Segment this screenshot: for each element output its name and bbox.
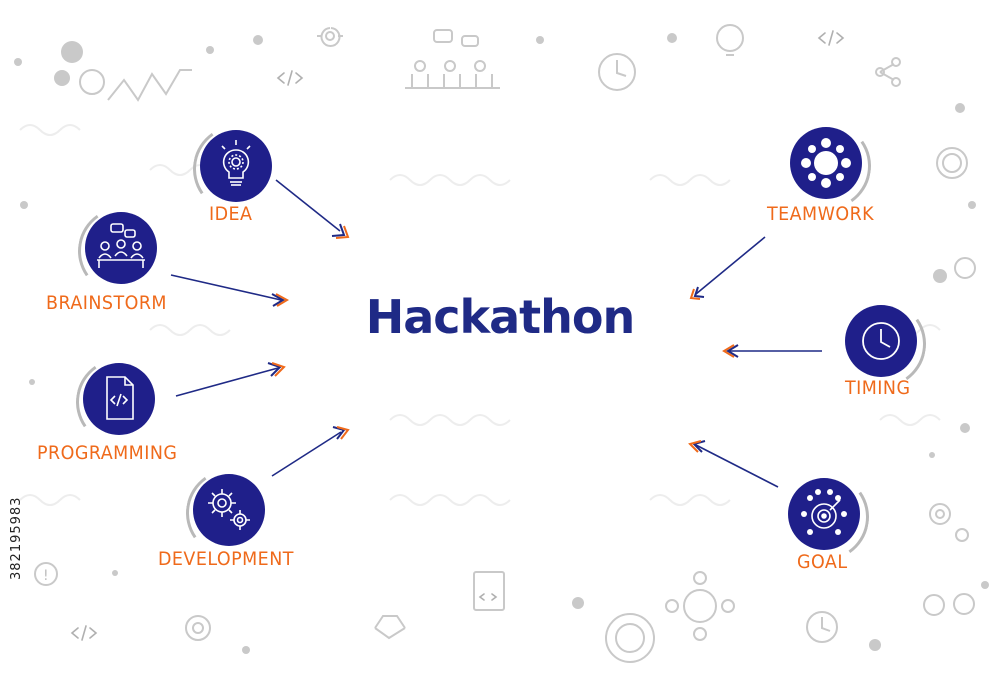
diagram-title: Hackathon [365,290,636,344]
label-teamwork: TEAMWORK [767,203,875,225]
arrow-brainstorm [170,274,282,301]
meeting-people-icon [85,212,157,284]
code-file-icon [83,363,155,435]
gears-icon [193,474,265,546]
label-timing: TIMING [845,377,911,399]
label-idea: IDEA [209,203,253,225]
arrow-programming [175,367,279,397]
arrow-goal [693,443,779,488]
clock-icon [845,305,917,377]
arrow-idea [275,179,341,232]
lightbulb-gear-icon [200,130,272,202]
team-table-icon [790,127,862,199]
label-goal: GOAL [797,551,848,573]
label-brainstorm: BRAINSTORM [46,292,167,314]
label-development: DEVELOPMENT [158,548,294,570]
label-programming: PROGRAMMING [37,442,178,464]
svg-text:!: ! [43,568,49,584]
target-people-icon [788,478,860,550]
arrow-development [271,431,342,477]
side-id-text: 382195983 [9,496,24,580]
arrow-teamwork [695,236,766,295]
